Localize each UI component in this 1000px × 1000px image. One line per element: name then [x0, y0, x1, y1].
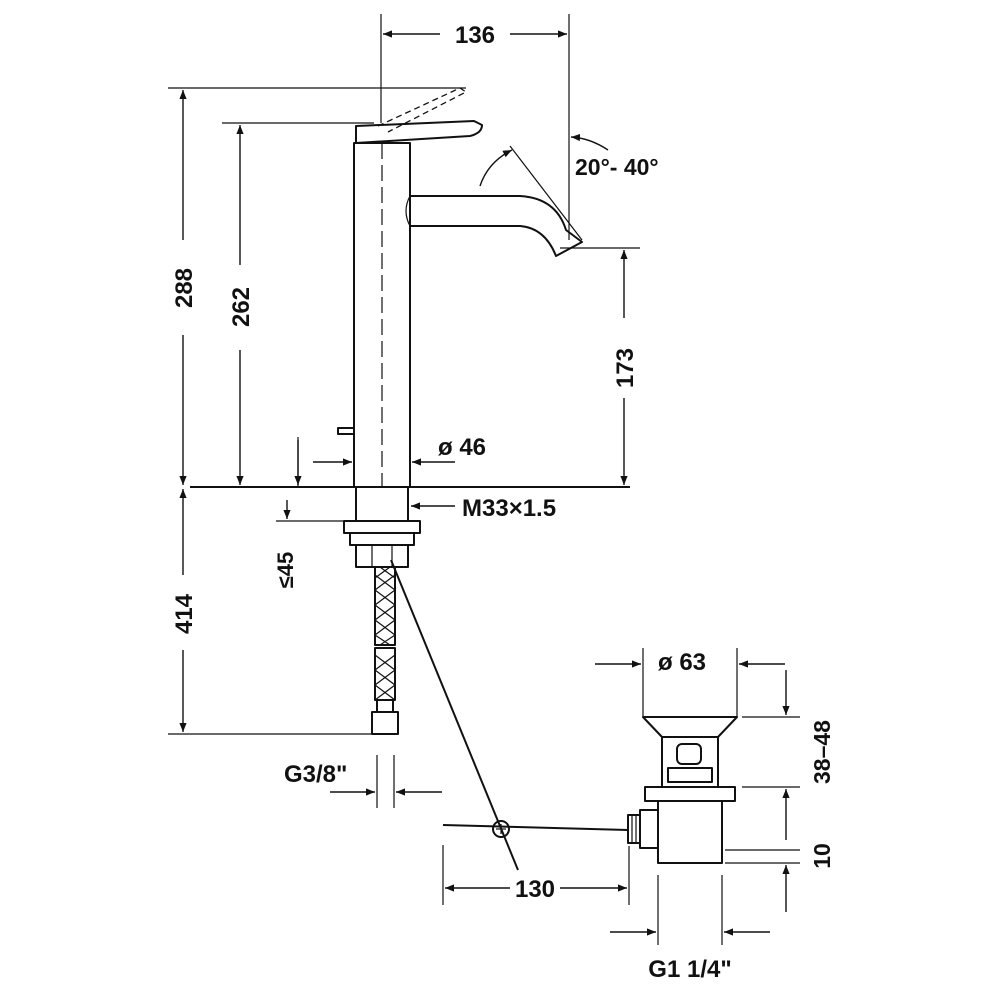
faucet-body: [337, 87, 583, 488]
dim-g114: G1 1/4": [610, 875, 770, 983]
label-173: 173: [612, 348, 639, 388]
supply-hose: [371, 566, 399, 735]
dim-173: 173: [560, 247, 640, 485]
popup-knob: [337, 427, 354, 435]
label-angle: 20°- 40°: [575, 154, 659, 180]
label-m33: M33×1.5: [462, 495, 556, 522]
dim-136: 136: [380, 14, 570, 240]
dim-angle: 20°- 40°: [479, 133, 659, 241]
label-288: 288: [171, 268, 198, 308]
dim-46: ø 46: [294, 434, 486, 487]
label-63: ø 63: [658, 649, 706, 676]
faucet-mounting: [190, 486, 630, 568]
label-46: ø 46: [438, 434, 486, 461]
dim-288: 288: [168, 87, 466, 485]
dim-414: 414: [168, 489, 372, 735]
label-130: 130: [515, 876, 555, 903]
label-414: 414: [171, 593, 198, 634]
dim-262: 262: [222, 122, 374, 485]
waste-drain: [627, 716, 738, 864]
label-g38: G3/8": [284, 761, 347, 788]
dim-38-48: 38–48: [742, 670, 835, 840]
label-38-48: 38–48: [809, 720, 835, 784]
lever-open-position: [377, 87, 468, 133]
dim-10: 10: [725, 843, 835, 912]
dim-45: ≤45: [273, 500, 345, 588]
label-136: 136: [455, 22, 495, 49]
dim-g38: G3/8": [284, 755, 442, 808]
dim-m33: M33×1.5: [411, 495, 556, 522]
lever-handle: [355, 120, 483, 144]
popup-rod: [390, 559, 629, 871]
dim-130: 130: [442, 845, 630, 905]
label-262: 262: [228, 287, 255, 327]
spout: [410, 195, 583, 257]
dim-63: ø 63: [595, 648, 785, 717]
label-10: 10: [809, 843, 835, 869]
label-45: ≤45: [273, 552, 298, 589]
label-g114: G1 1/4": [648, 956, 731, 983]
